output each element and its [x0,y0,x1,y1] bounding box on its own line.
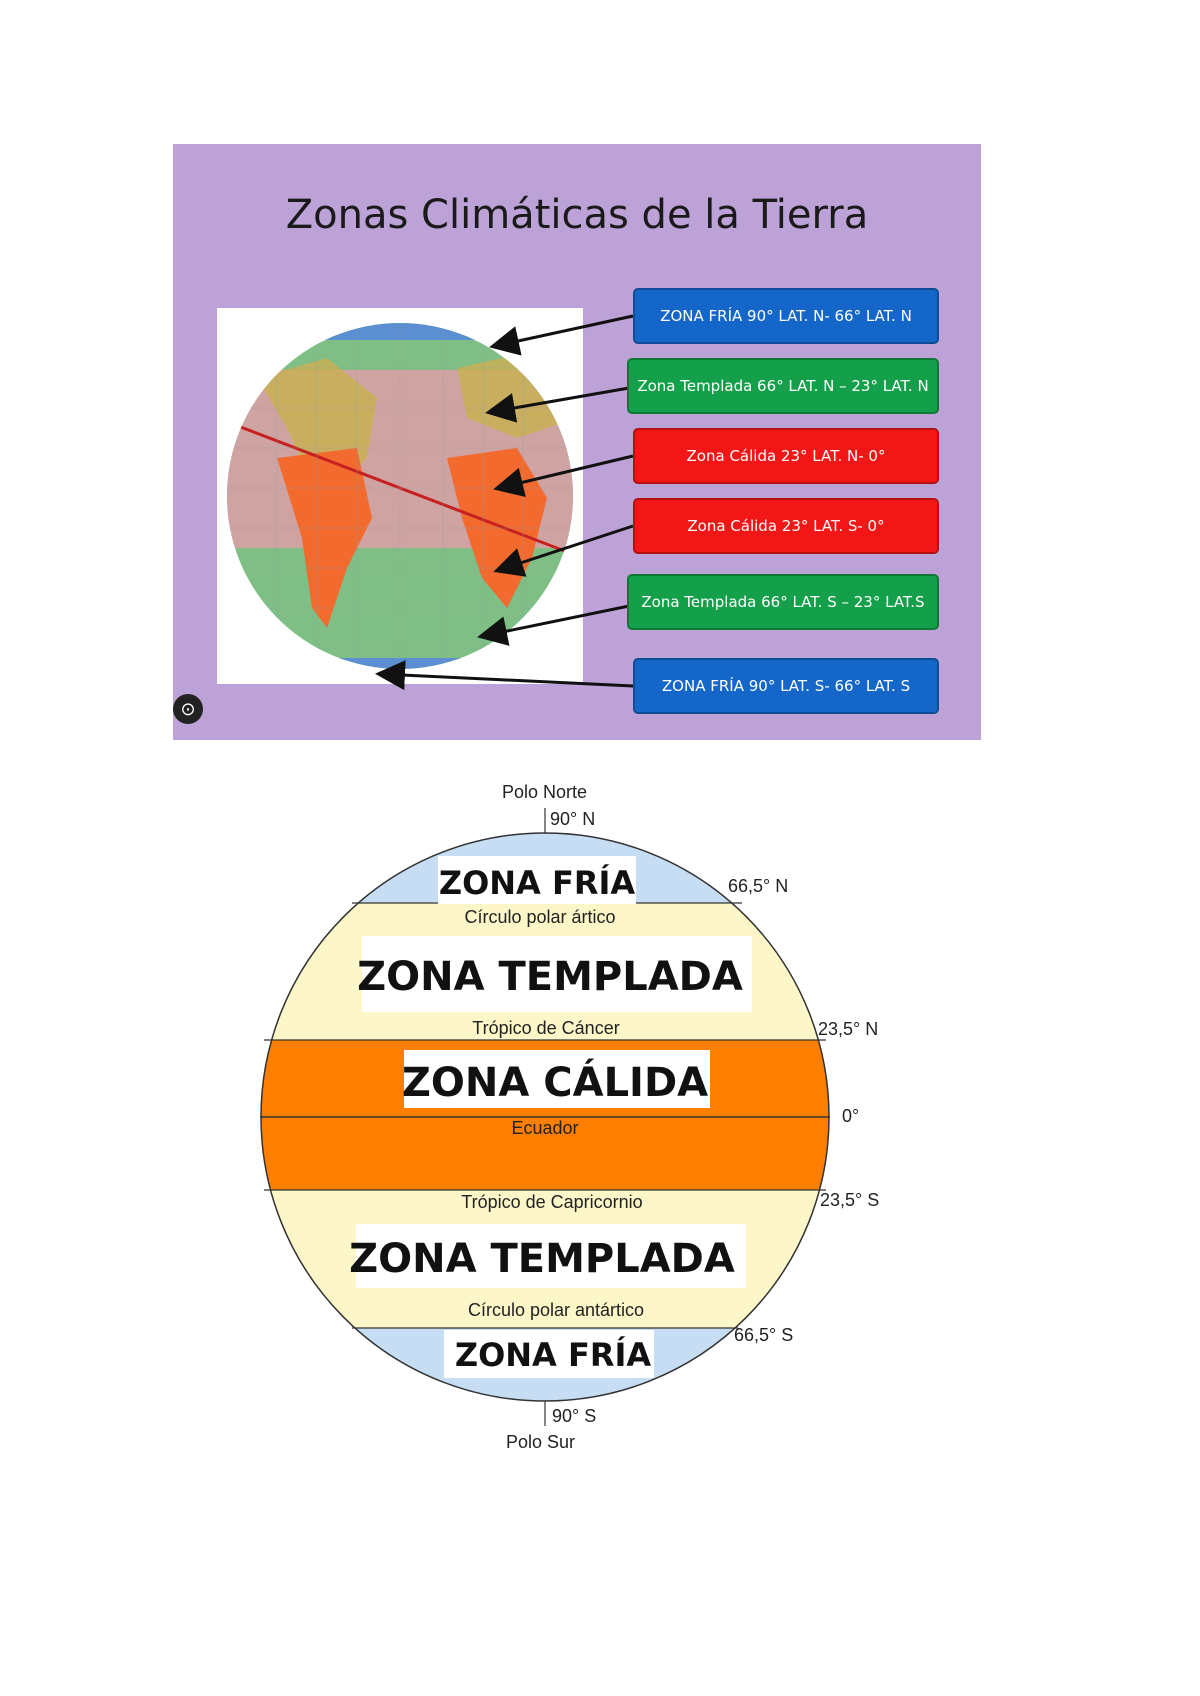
zone-cold-north-label: ZONA FRÍA [439,864,636,902]
zone-box-label: ZONA FRÍA 90° LAT. S- 66° LAT. S [661,677,911,695]
arctic-circle-label: Círculo polar ártico [464,907,615,927]
zone-box-temperate-south: Zona Templada 66° LAT. S – 23° LAT.S [627,574,939,630]
slide-title: Zonas Climáticas de la Tierra [285,192,869,238]
zone-box-label: Zona Templada 66° LAT. N – 23° LAT. N [637,377,929,395]
equator-lat-label: 0° [842,1106,859,1126]
zone-box-cold-south: ZONA FRÍA 90° LAT. S- 66° LAT. S [633,658,939,714]
zone-box-warm-north: Zona Cálida 23° LAT. N- 0° [633,428,939,484]
capricorn-lat-label: 23,5° S [820,1190,879,1210]
north-lat-label: 90° N [550,809,595,829]
antarctic-lat-label: 66,5° S [734,1325,793,1345]
zone-box-warm-south: Zona Cálida 23° LAT. S- 0° [633,498,939,554]
globe-panel [217,308,583,684]
zones-diagram: Polo Norte 90° N 66,5° N 23,5° N 0° 23,5… [260,782,879,1452]
south-pole-label: Polo Sur [506,1432,575,1452]
zone-label-box [444,1330,654,1378]
zone-label-box [438,856,636,904]
equator-label: Ecuador [511,1118,578,1138]
zone-box-cold-north: ZONA FRÍA 90° LAT. N- 66° LAT. N [633,288,939,344]
zone-box-label: Zona Cálida 23° LAT. N- 0° [686,447,886,465]
capricorn-label: Trópico de Capricornio [461,1192,642,1212]
lens-icon[interactable]: ⊙ [173,694,203,724]
land-south-america [277,448,372,628]
zone-cold-south-label: ZONA FRÍA [455,1336,652,1374]
north-pole-label: Polo Norte [502,782,587,802]
zone-warm-label: ZONA CÁLIDA [402,1058,708,1106]
arctic-lat-label: 66,5° N [728,876,788,896]
cancer-lat-label: 23,5° N [818,1019,878,1039]
zone-box-temperate-north: Zona Templada 66° LAT. N – 23° LAT. N [627,358,939,414]
zone-temperate-south-label: ZONA TEMPLADA [349,1236,735,1282]
south-lat-label: 90° S [552,1406,596,1426]
zone-box-label: Zona Templada 66° LAT. S – 23° LAT.S [641,593,925,611]
zone-label-box [404,1050,710,1108]
climate-zones-slide: Zonas Climáticas de la Tierra [173,144,981,740]
zone-label-box [362,936,752,1012]
antarctic-circle-label: Círculo polar antártico [468,1300,644,1320]
zone-temperate-north-label: ZONA TEMPLADA [357,954,743,1000]
zone-box-label: Zona Cálida 23° LAT. S- 0° [687,517,885,535]
zone-box-label: ZONA FRÍA 90° LAT. N- 66° LAT. N [660,307,912,325]
cancer-label: Trópico de Cáncer [472,1018,619,1038]
zone-label-box [356,1224,746,1288]
globe-illustration [227,323,573,669]
